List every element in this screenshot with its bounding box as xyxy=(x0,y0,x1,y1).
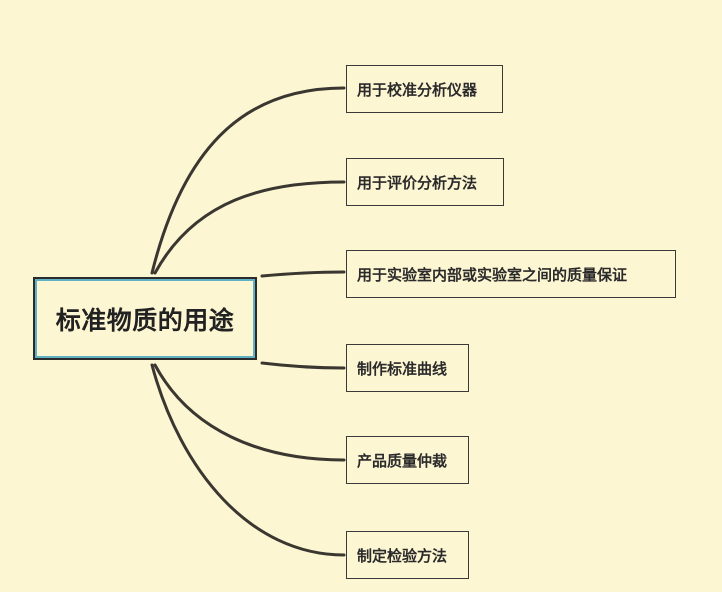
branch-label: 用于校准分析仪器 xyxy=(357,80,478,99)
branch-node-4[interactable]: 制作标准曲线 xyxy=(346,344,469,392)
branch-label: 制作标准曲线 xyxy=(357,359,448,378)
connector-branch-4 xyxy=(260,361,346,370)
branch-label: 用于评价分析方法 xyxy=(357,173,478,192)
branch-label: 产品质量仲裁 xyxy=(357,451,448,470)
central-topic[interactable]: 标准物质的用途 xyxy=(33,277,257,360)
branch-node-6[interactable]: 制定检验方法 xyxy=(346,531,469,579)
connector-branch-6 xyxy=(150,363,346,557)
connector-branch-5 xyxy=(153,363,346,462)
branch-node-1[interactable]: 用于校准分析仪器 xyxy=(346,65,503,113)
branch-node-2[interactable]: 用于评价分析方法 xyxy=(346,158,504,206)
branch-label: 用于实验室内部或实验室之间的质量保证 xyxy=(357,265,628,284)
branch-node-3[interactable]: 用于实验室内部或实验室之间的质量保证 xyxy=(346,250,676,298)
connector-branch-3 xyxy=(260,270,346,278)
connector-branch-1 xyxy=(150,86,346,275)
central-topic-label: 标准物质的用途 xyxy=(55,305,235,335)
connector-branch-2 xyxy=(153,180,346,275)
branch-label: 制定检验方法 xyxy=(357,546,448,565)
branch-node-5[interactable]: 产品质量仲裁 xyxy=(346,436,469,484)
